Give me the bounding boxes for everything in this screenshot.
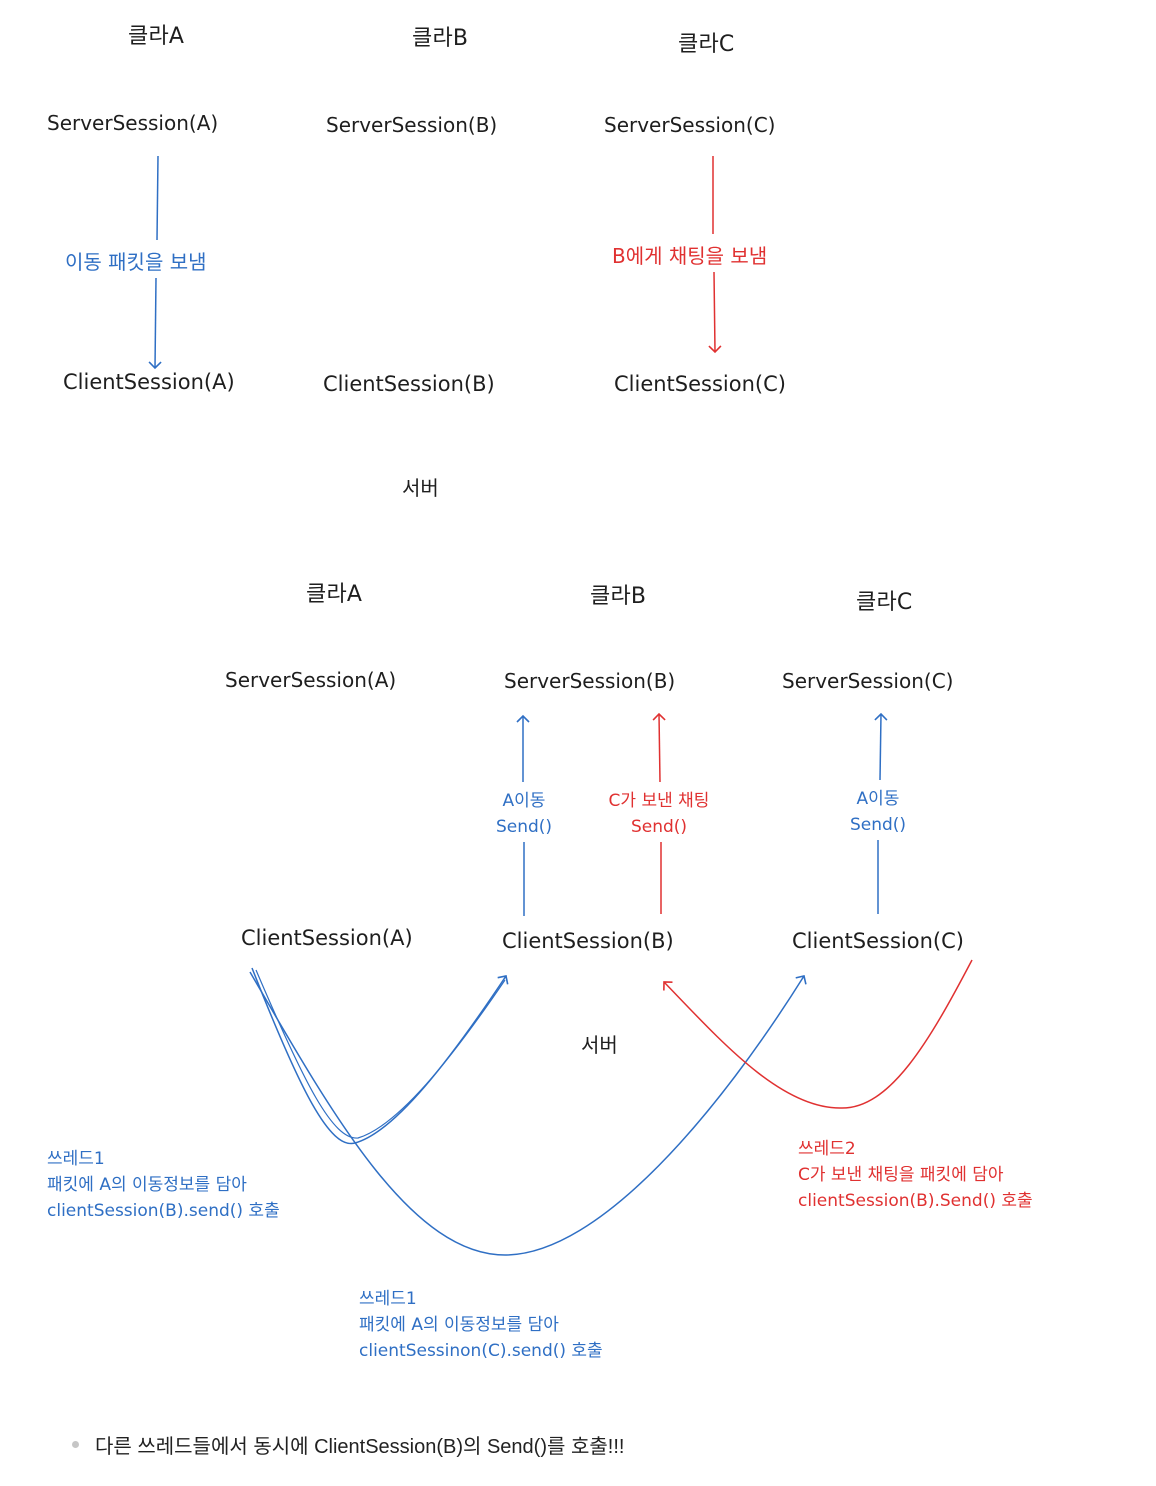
edge-b-red-line2: Send(): [630, 817, 688, 837]
arrow-c-down: [708, 271, 722, 354]
edge-c-blue-line2: Send(): [849, 815, 907, 835]
d1-client-c-label: 클라C: [678, 32, 735, 57]
d2-client-b-label: 클라B: [590, 584, 647, 609]
arrow-b-red-up: [652, 712, 666, 783]
d1-server-label: 서버: [402, 476, 439, 500]
d2-server-label: 서버: [581, 1033, 618, 1057]
d2-edge-b-red-label: C가 보낸 채팅 Send(): [590, 788, 728, 840]
note-thread1-c: 쓰레드1 패킷에 A의 이동정보를 담아 clientSessinon(C).s…: [359, 1289, 603, 1361]
curve-c-to-b: [663, 959, 973, 1109]
note-thread1-b: 쓰레드1 패킷에 A의 이동정보를 담아 clientSession(B).se…: [47, 1149, 280, 1221]
d2-client-session-b: ClientSession(B): [502, 929, 674, 953]
d1-client-session-c: ClientSession(C): [614, 372, 786, 396]
d2-client-session-c: ClientSession(C): [792, 929, 964, 953]
arrow-a-down-top: [156, 155, 159, 241]
d1-edge-label-c: B에게 채팅을 보냄: [612, 244, 768, 268]
edge-b-red-line1: C가 보낸 채팅: [608, 791, 710, 811]
d1-server-session-c: ServerSession(C): [604, 113, 776, 137]
d1-client-b-label: 클라B: [412, 26, 469, 51]
d2-client-c-label: 클라C: [856, 590, 913, 615]
d2-server-session-c: ServerSession(C): [782, 669, 954, 693]
curve-a-to-b-double: [255, 969, 506, 1139]
d1-server-session-b: ServerSession(B): [326, 113, 498, 137]
curve-a-to-b: [251, 967, 509, 1145]
bullet-text: 다른 쓰레드들에서 동시에 ClientSession(B)의 Send()를 …: [95, 1436, 625, 1458]
edge-b-blue-line1: A이동: [502, 791, 546, 811]
bullet-dot: [72, 1441, 79, 1448]
d1-client-a-label: 클라A: [128, 24, 185, 49]
arrow-a-down: [148, 277, 162, 370]
d2-server-session-b: ServerSession(B): [504, 669, 676, 693]
note-thread2: 쓰레드2 C가 보낸 채팅을 패킷에 담아 clientSession(B).S…: [798, 1139, 1033, 1211]
d2-edge-c-blue-label: A이동 Send(): [834, 786, 922, 838]
d1-client-session-b: ClientSession(B): [323, 372, 495, 396]
curve-a-to-c: [249, 971, 807, 1256]
d2-server-session-a: ServerSession(A): [225, 668, 397, 692]
arrow-c-blue-up: [874, 712, 888, 781]
d1-edge-label-a: 이동 패킷을 보냄: [65, 250, 207, 274]
d2-client-session-a: ClientSession(A): [241, 926, 413, 950]
d2-client-a-label: 클라A: [306, 582, 363, 607]
d1-server-session-a: ServerSession(A): [47, 111, 219, 135]
d2-edge-b-blue-label: A이동 Send(): [480, 788, 568, 840]
edge-c-blue-line1: A이동: [856, 789, 900, 809]
d1-client-session-a: ClientSession(A): [63, 370, 235, 394]
edge-b-blue-line2: Send(): [495, 817, 553, 837]
bullet-item: 다른 쓰레드들에서 동시에 ClientSession(B)의 Send()를 …: [72, 1430, 624, 1459]
